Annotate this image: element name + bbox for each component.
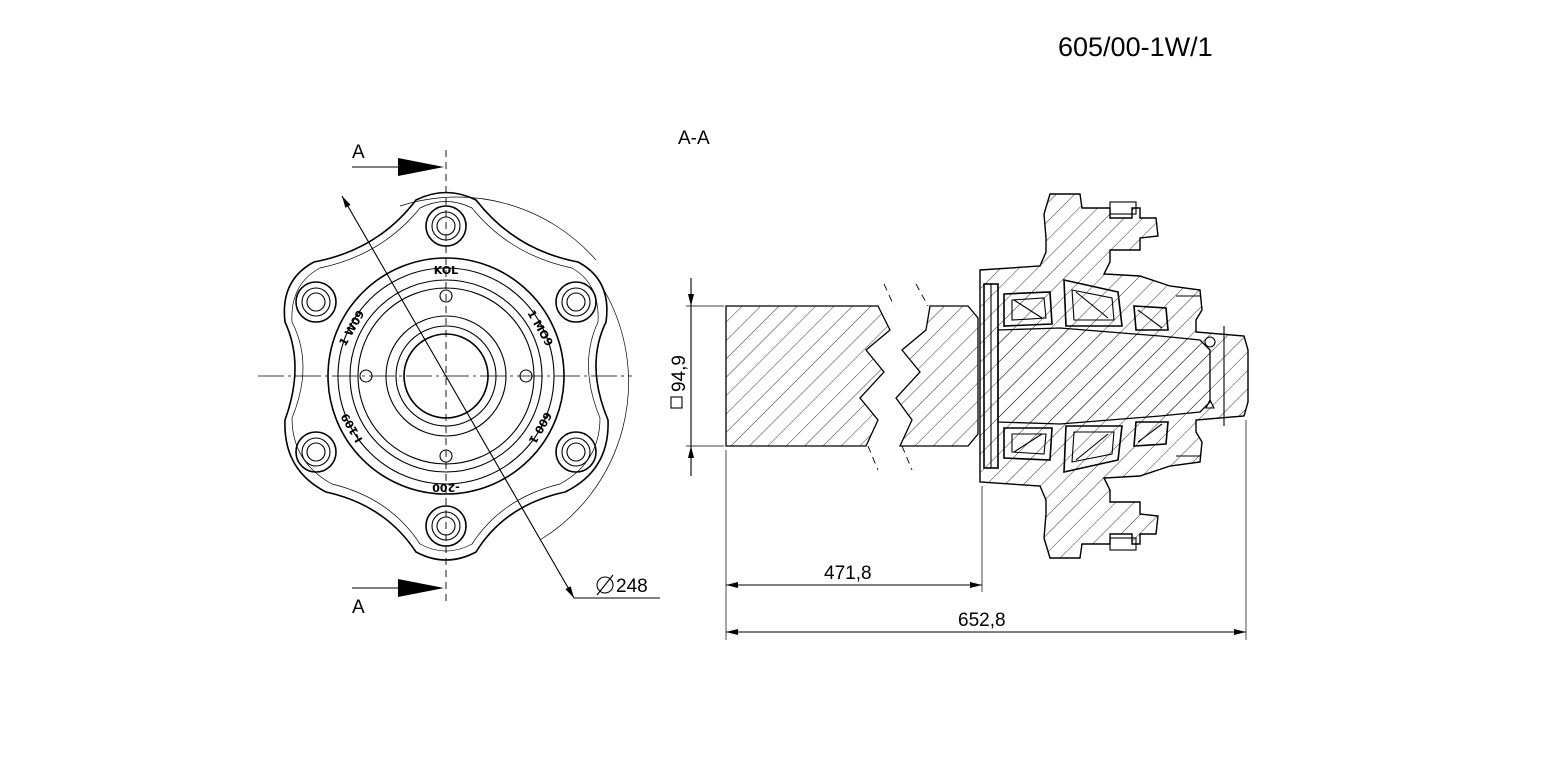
bearing-lower-inner bbox=[1003, 427, 1053, 461]
section-view: 94,9 471,8 652,8 bbox=[669, 193, 1249, 640]
bearing-upper-outer bbox=[1063, 278, 1123, 327]
diameter-dimension: 248 bbox=[616, 576, 648, 597]
hub-marking-1: KOL bbox=[434, 264, 458, 277]
hub-marking-3: 600 1 bbox=[526, 410, 554, 446]
bearing-upper-small bbox=[1133, 305, 1169, 331]
section-arrow-top bbox=[398, 158, 444, 176]
bearing-lower-outer bbox=[1063, 425, 1123, 474]
section-arrow-bottom bbox=[398, 579, 444, 597]
length-short-dimension: 471,8 bbox=[824, 563, 872, 584]
bearing-lower-small bbox=[1133, 421, 1169, 447]
lug-nut-upper-left bbox=[295, 281, 337, 323]
hub-marking-5: I-109 bbox=[338, 411, 365, 445]
square-dimension: 94,9 bbox=[669, 355, 690, 392]
shaft-section bbox=[997, 327, 1211, 425]
bearing-upper-inner bbox=[1003, 291, 1053, 327]
lug-nut-lower-right bbox=[555, 431, 597, 473]
section-mark-bottom: A bbox=[352, 597, 365, 618]
axle-bar-left bbox=[725, 305, 891, 447]
length-total-dimension: 652,8 bbox=[958, 610, 1006, 631]
lug-nut-lower-left bbox=[295, 431, 337, 473]
hub-front-view: KOL 1 MO9 600 1 -200 I-109 1 W09 A A 248 bbox=[258, 142, 660, 618]
axle-bar-right bbox=[895, 305, 979, 447]
hub-marking-4: -200 bbox=[432, 481, 460, 494]
part-number: 605/00-1W/1 bbox=[1058, 32, 1213, 62]
section-mark-top: A bbox=[352, 142, 365, 163]
section-title: A-A bbox=[678, 128, 710, 149]
lug-nut-upper-right bbox=[555, 281, 597, 323]
